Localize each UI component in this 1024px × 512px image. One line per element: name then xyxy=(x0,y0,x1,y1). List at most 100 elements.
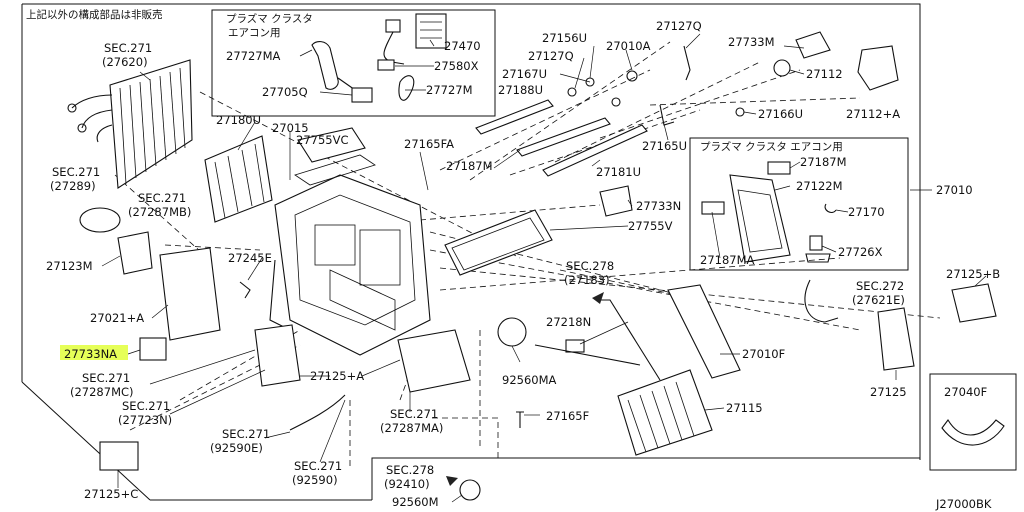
label-92560MA[interactable]: 92560MA xyxy=(502,373,557,387)
label-27187M-a[interactable]: 27187M xyxy=(446,159,493,173)
slide-doors[interactable] xyxy=(475,99,648,177)
label-sec271-27287MC-a[interactable]: SEC.271 xyxy=(82,371,130,385)
label-27125[interactable]: 27125 xyxy=(870,385,907,399)
label-27726X[interactable]: 27726X xyxy=(838,245,883,259)
label-27167U[interactable]: 27167U xyxy=(502,67,547,81)
label-sec278-27183-b[interactable]: (27183) xyxy=(564,273,610,287)
label-27188U[interactable]: 27188U xyxy=(498,83,543,97)
label-27122M[interactable]: 27122M xyxy=(796,179,843,193)
label-sec278-92410-b[interactable]: (92410) xyxy=(384,477,430,491)
label-27123M[interactable]: 27123M xyxy=(46,259,93,273)
blower-case-27021A[interactable] xyxy=(159,247,221,341)
label-27727MA[interactable]: 27727MA xyxy=(226,49,281,63)
bracket-27112[interactable] xyxy=(857,45,899,91)
clip-27170[interactable] xyxy=(824,203,837,213)
label-27170[interactable]: 27170 xyxy=(848,205,885,219)
label-sec271-27289-a[interactable]: SEC.271 xyxy=(52,165,100,179)
duct-27125[interactable] xyxy=(877,307,915,371)
clip-27127Q[interactable] xyxy=(611,97,621,107)
clip-27156U[interactable] xyxy=(567,87,577,97)
label-27021A[interactable]: 27021+A xyxy=(90,311,144,325)
duct-27125C[interactable] xyxy=(99,441,139,471)
label-27015[interactable]: 27015 xyxy=(272,121,309,135)
clip-27166U[interactable] xyxy=(735,107,745,117)
label-27010[interactable]: 27010 xyxy=(936,183,973,197)
label-27010A[interactable]: 27010A xyxy=(606,39,651,53)
label-sec271-27287MB-a[interactable]: SEC.271 xyxy=(138,191,186,205)
label-27010F[interactable]: 27010F xyxy=(742,347,785,361)
plasma-ionizer-2[interactable] xyxy=(701,161,791,263)
label-27165U[interactable]: 27165U xyxy=(642,139,687,153)
evaporator-core-27620[interactable] xyxy=(67,59,193,189)
label-27470[interactable]: 27470 xyxy=(444,39,481,53)
label-27187M-b[interactable]: 27187M xyxy=(800,155,847,169)
label-sec271-27287MC-b[interactable]: (27287MC) xyxy=(70,385,134,399)
label-sec272-27621E-a[interactable]: SEC.272 xyxy=(856,279,904,293)
link-27127Q[interactable] xyxy=(683,45,691,81)
label-sec271-27289-b[interactable]: (27289) xyxy=(50,179,96,193)
seal-27287MA[interactable] xyxy=(397,329,471,393)
actuator-27733N[interactable] xyxy=(599,185,633,217)
bracket-27123M[interactable] xyxy=(117,231,153,275)
label-27125B[interactable]: 27125+B xyxy=(946,267,1000,281)
clip-27245E[interactable] xyxy=(239,281,251,299)
label-sec278-27183-a[interactable]: SEC.278 xyxy=(566,259,614,273)
label-27166U[interactable]: 27166U xyxy=(758,107,803,121)
filter-27755VC[interactable] xyxy=(297,127,366,163)
label-27125A[interactable]: 27125+A xyxy=(310,369,364,383)
filter-27755V[interactable] xyxy=(444,209,553,276)
label-27733N[interactable]: 27733N xyxy=(636,199,681,213)
label-27181U[interactable]: 27181U xyxy=(596,165,641,179)
label-sec271-27723N-a[interactable]: SEC.271 xyxy=(122,399,170,413)
label-sec278-92410-a[interactable]: SEC.278 xyxy=(386,463,434,477)
label-sec271-92590-a[interactable]: SEC.271 xyxy=(294,459,342,473)
hose-92590E[interactable] xyxy=(289,394,346,431)
screw-27165F[interactable] xyxy=(516,411,524,428)
label-27125C[interactable]: 27125+C xyxy=(84,487,138,501)
label-27180U[interactable]: 27180U xyxy=(216,113,261,127)
label-27580X[interactable]: 27580X xyxy=(434,59,479,73)
label-92560M[interactable]: 92560M xyxy=(392,495,439,509)
label-sec271-27287MA-a[interactable]: SEC.271 xyxy=(390,407,438,421)
label-27733M[interactable]: 27733M xyxy=(728,35,775,49)
label-sec271-27287MA-b[interactable]: (27287MA) xyxy=(380,421,443,435)
label-27112A[interactable]: 27112+A xyxy=(846,107,900,121)
label-sec271-27287MB-b[interactable]: (27287MB) xyxy=(128,205,191,219)
label-27755V[interactable]: 27755V xyxy=(628,219,673,233)
duct-27010F[interactable] xyxy=(667,284,741,379)
actuator-27733NA[interactable] xyxy=(139,337,167,361)
sensor-27726X[interactable] xyxy=(805,235,831,263)
label-sec271-92590E-a[interactable]: SEC.271 xyxy=(222,427,270,441)
label-27245E[interactable]: 27245E xyxy=(228,251,272,265)
label-sec271-92590E-b[interactable]: (92590E) xyxy=(210,441,263,455)
motor-27733M[interactable] xyxy=(773,31,831,77)
label-27156U[interactable]: 27156U xyxy=(542,31,587,45)
pipe-27183[interactable] xyxy=(534,299,661,381)
label-sec271-92590-b[interactable]: (92590) xyxy=(292,473,338,487)
label-27115[interactable]: 27115 xyxy=(726,401,763,415)
label-27733NA[interactable]: 27733NA xyxy=(64,347,117,361)
label-27755VC[interactable]: 27755VC xyxy=(296,133,348,147)
label-sec272-27621E-b[interactable]: (27621E) xyxy=(852,293,905,307)
duct-27287MC[interactable] xyxy=(254,324,301,387)
door-27180U[interactable] xyxy=(204,135,273,223)
duct-27125B[interactable] xyxy=(951,283,997,323)
label-sec271-27723N-b[interactable]: (27723N) xyxy=(118,413,172,427)
grommet-92560M[interactable] xyxy=(459,479,481,501)
seal-27289[interactable] xyxy=(79,207,121,233)
clip-27218N[interactable] xyxy=(565,339,585,353)
label-27187MA[interactable]: 27187MA xyxy=(700,253,755,267)
plasma-ionizer-unit[interactable] xyxy=(311,13,447,103)
label-27127Q-b[interactable]: 27127Q xyxy=(656,19,702,33)
label-27040F[interactable]: 27040F xyxy=(944,385,987,399)
label-27112[interactable]: 27112 xyxy=(806,67,843,81)
clip-27040F[interactable] xyxy=(941,419,1005,446)
label-27705Q[interactable]: 27705Q xyxy=(262,85,308,99)
label-27727M[interactable]: 27727M xyxy=(426,83,473,97)
heater-core-27115[interactable] xyxy=(617,369,713,456)
clip-27010A[interactable] xyxy=(626,70,638,82)
hose-27621E[interactable] xyxy=(804,279,839,323)
heater-unit-27015[interactable] xyxy=(269,154,431,356)
label-sec271-27620-b[interactable]: (27620) xyxy=(102,55,148,69)
label-27165FA[interactable]: 27165FA xyxy=(404,137,454,151)
